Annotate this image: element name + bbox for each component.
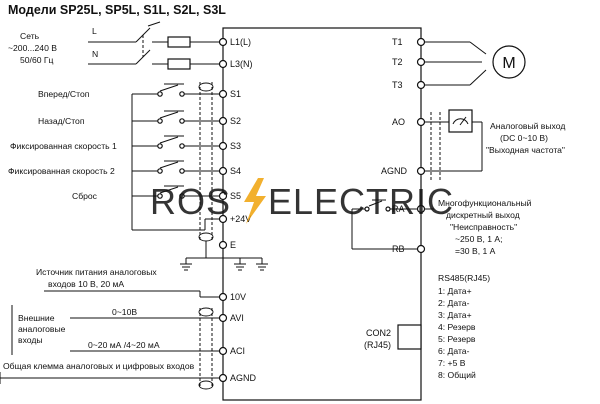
analog-output-wiring bbox=[425, 112, 483, 180]
analog-wiring bbox=[0, 290, 220, 390]
relay-label-2: дискретный выход bbox=[446, 210, 520, 220]
common-terminal-label: Общая клемма аналоговых и цифровых входо… bbox=[3, 361, 195, 371]
terminal-24v: +24V bbox=[230, 214, 251, 224]
terminal-t1: T1 bbox=[392, 37, 403, 47]
ext-analog-label-1: Внешние bbox=[18, 313, 55, 323]
motor-symbol bbox=[492, 45, 526, 79]
terminal-agnd-right: AGND bbox=[381, 166, 408, 176]
terminal-ao: AO bbox=[392, 117, 405, 127]
relay-label-3: "Неисправность" bbox=[450, 222, 517, 232]
analog-supply-label-2: входов 10 В, 20 мА bbox=[48, 279, 124, 289]
ground-wiring bbox=[180, 241, 268, 271]
diagram-title: Модели SP25L, SP5L, S1L, S2L, S3L bbox=[8, 3, 226, 17]
terminal-agnd-left: AGND bbox=[230, 373, 257, 383]
rs485-pin-4: 4: Резерв bbox=[438, 322, 476, 332]
input-label-s1: Вперед/Стоп bbox=[38, 89, 90, 99]
analog-supply-label-1: Источник питания аналоговых bbox=[36, 267, 157, 277]
rs485-pin-2: 2: Дата- bbox=[438, 298, 470, 308]
relay-label-5: =30 В, 1 А bbox=[455, 246, 496, 256]
supply-label-1: Сеть bbox=[20, 31, 40, 41]
terminal-s4: S4 bbox=[230, 166, 241, 176]
terminal-avi: AVI bbox=[230, 313, 244, 323]
con2-label: CON2 bbox=[366, 328, 391, 338]
rs485-pin-3: 3: Дата+ bbox=[438, 310, 472, 320]
terminal-10v: 10V bbox=[230, 292, 246, 302]
supply-label-3: 50/60 Гц bbox=[20, 55, 54, 65]
motor-wiring bbox=[425, 41, 487, 86]
rs485-title: RS485(RJ45) bbox=[438, 273, 490, 283]
rs485-pin-5: 5: Резерв bbox=[438, 334, 476, 344]
terminal-t2: T2 bbox=[392, 57, 403, 67]
input-switches bbox=[131, 82, 220, 242]
rj45-port bbox=[397, 324, 422, 350]
relay-label-4: ~250 В, 1 А; bbox=[455, 234, 503, 244]
analog-output-label-1: Аналоговый выход bbox=[490, 121, 565, 131]
voltage-range-label: 0~10В bbox=[112, 307, 137, 317]
analog-output-label-3: "Выходная частота" bbox=[486, 145, 565, 155]
mains-wiring bbox=[88, 21, 220, 70]
input-label-s3: Фиксированная скорость 1 bbox=[10, 141, 117, 151]
con2-rj45-label: (RJ45) bbox=[364, 340, 391, 350]
watermark-right: ELECTRIC bbox=[268, 181, 454, 222]
phase-l-label: L bbox=[92, 26, 97, 36]
rs485-pin-8: 8: Общий bbox=[438, 370, 476, 380]
relay-output-wiring bbox=[351, 199, 434, 250]
terminal-t3: T3 bbox=[392, 80, 403, 90]
terminal-l3: L3(N) bbox=[230, 59, 253, 69]
lightning-bolt-icon bbox=[244, 178, 266, 224]
terminal-s3: S3 bbox=[230, 141, 241, 151]
inverter-body bbox=[222, 27, 422, 401]
analog-output-label-2: (DC 0~10 В) bbox=[500, 133, 548, 143]
terminal-l1: L1(L) bbox=[230, 37, 251, 47]
rs485-pin-1: 1: Дата+ bbox=[438, 286, 472, 296]
input-label-s2: Назад/Стоп bbox=[38, 116, 85, 126]
input-label-s4: Фиксированная скорость 2 bbox=[8, 166, 115, 176]
ext-analog-label-2: аналоговые bbox=[18, 324, 66, 334]
voltmeter-icon bbox=[448, 109, 473, 133]
terminal-s5: S5 bbox=[230, 191, 241, 201]
voltmeter-dial bbox=[452, 118, 469, 125]
input-label-s5: Сброс bbox=[72, 191, 98, 201]
current-range-label: 0~20 мА /4~20 мА bbox=[88, 340, 160, 350]
terminal-s1: S1 bbox=[230, 89, 241, 99]
left-terminal-circles bbox=[218, 37, 228, 383]
rs485-pin-6: 6: Дата- bbox=[438, 346, 470, 356]
right-terminal-circles bbox=[416, 37, 426, 254]
terminal-e: E bbox=[230, 240, 236, 250]
terminal-s2: S2 bbox=[230, 116, 241, 126]
rs485-pin-7: 7: +5 В bbox=[438, 358, 466, 368]
phase-n-label: N bbox=[92, 49, 98, 59]
watermark-left: ROS bbox=[150, 181, 231, 222]
terminal-aci: ACI bbox=[230, 346, 245, 356]
voltmeter-needle bbox=[459, 116, 467, 126]
supply-label-2: ~200...240 В bbox=[8, 43, 57, 53]
ext-analog-label-3: входы bbox=[18, 335, 43, 345]
motor-label: M bbox=[502, 55, 515, 72]
relay-label-1: Многофункциональный bbox=[438, 198, 532, 208]
watermark: ROS ELECTRIC bbox=[150, 178, 454, 224]
